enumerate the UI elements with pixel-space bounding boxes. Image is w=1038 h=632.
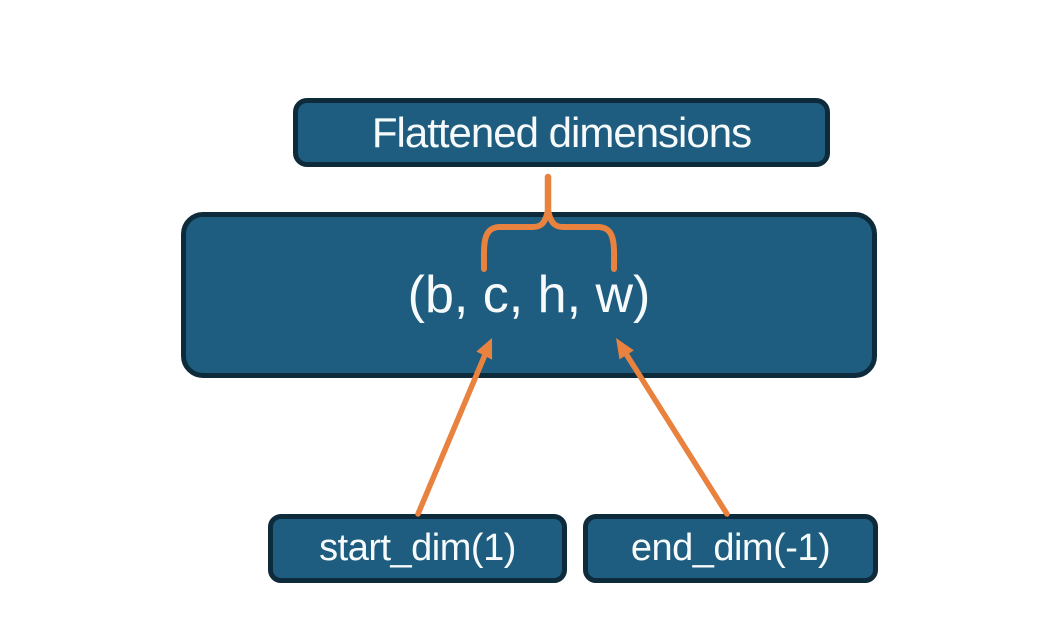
start-dim-label: start_dim(1): [319, 527, 516, 569]
end-dim-label: end_dim(-1): [630, 527, 831, 569]
flattened-dimensions-label: Flattened dimensions: [371, 108, 752, 156]
tensor-shape-box: (b, c, h, w): [181, 212, 877, 378]
flattened-dimensions-box: Flattened dimensions: [293, 98, 830, 167]
tensor-shape-label: (b, c, h, w): [407, 266, 651, 324]
start-dim-box: start_dim(1): [268, 514, 567, 583]
end-dim-box: end_dim(-1): [583, 514, 878, 583]
